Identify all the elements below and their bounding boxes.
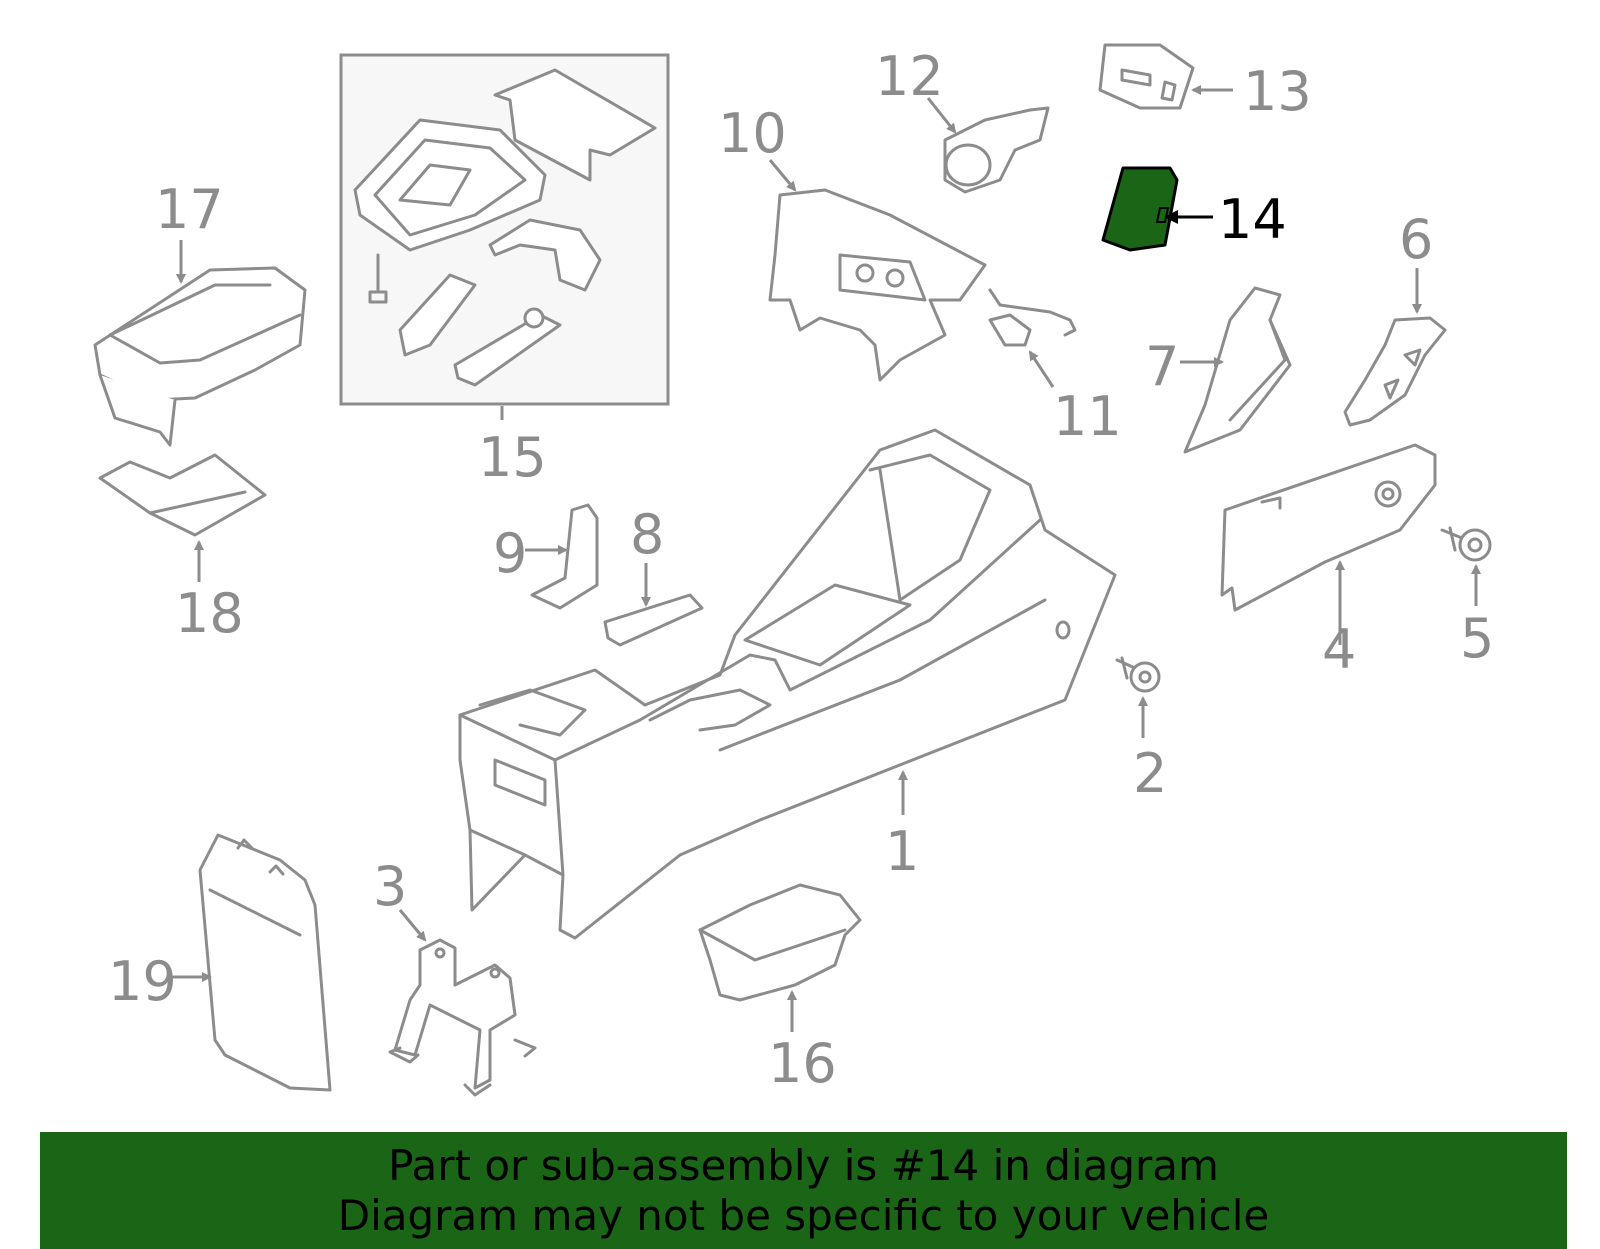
callout-9[interactable]: 9 (493, 522, 527, 585)
banner-line-1: Part or sub-assembly is #14 in diagram (388, 1140, 1219, 1190)
part-19-rear-panel[interactable] (198, 833, 332, 1092)
callout-6[interactable]: 6 (1399, 208, 1433, 271)
leader-10 (768, 159, 797, 192)
part-18-armrest-pad[interactable] (98, 453, 267, 537)
part-7-side-trim[interactable] (1183, 286, 1292, 454)
part-6-bracket[interactable] (1343, 316, 1447, 427)
part-9-bracket[interactable] (530, 503, 599, 610)
callout-5[interactable]: 5 (1460, 607, 1494, 670)
part-2-clip[interactable] (1115, 656, 1161, 693)
part-5-clip[interactable] (1440, 526, 1492, 562)
part-1-center-console[interactable] (458, 428, 1117, 940)
leader-12 (926, 97, 957, 134)
callout-8[interactable]: 8 (630, 503, 664, 566)
part-4-side-panel[interactable] (1220, 443, 1437, 612)
notice-banner: Part or sub-assembly is #14 in diagram D… (40, 1132, 1567, 1249)
part-8-bracket[interactable] (603, 593, 704, 647)
callout-12[interactable]: 12 (875, 45, 944, 108)
callout-3[interactable]: 3 (373, 855, 407, 918)
callout-18[interactable]: 18 (175, 582, 244, 645)
callout-15[interactable]: 15 (478, 426, 547, 489)
callout-10[interactable]: 10 (718, 102, 787, 165)
part-12-power-socket[interactable] (943, 106, 1050, 194)
part-15-shifter-assembly-inset[interactable] (339, 53, 670, 406)
part-11-wire-harness[interactable] (988, 288, 1077, 347)
callout-16[interactable]: 16 (768, 1032, 837, 1095)
callout-1[interactable]: 1 (885, 820, 919, 883)
leader-11 (1028, 350, 1055, 388)
banner-line-2: Diagram may not be specific to your vehi… (337, 1190, 1270, 1240)
part-10-console-bracket[interactable] (768, 188, 987, 382)
part-3-mounting-bracket[interactable] (388, 938, 537, 1097)
callout-13[interactable]: 13 (1243, 60, 1312, 123)
part-13-switch-module[interactable] (1098, 43, 1195, 110)
callout-2[interactable]: 2 (1133, 742, 1167, 805)
callout-7[interactable]: 7 (1145, 335, 1179, 398)
callout-14[interactable]: 14 (1218, 188, 1287, 251)
part-16-storage-tray[interactable] (698, 883, 862, 1002)
callout-4[interactable]: 4 (1322, 618, 1356, 681)
leader-3 (398, 909, 427, 942)
callout-17[interactable]: 17 (155, 178, 224, 241)
callout-11[interactable]: 11 (1053, 385, 1122, 448)
part-17-armrest-lid[interactable] (93, 266, 307, 447)
part-14-highlighted-switch[interactable] (1101, 166, 1179, 252)
callout-19[interactable]: 19 (108, 950, 177, 1013)
